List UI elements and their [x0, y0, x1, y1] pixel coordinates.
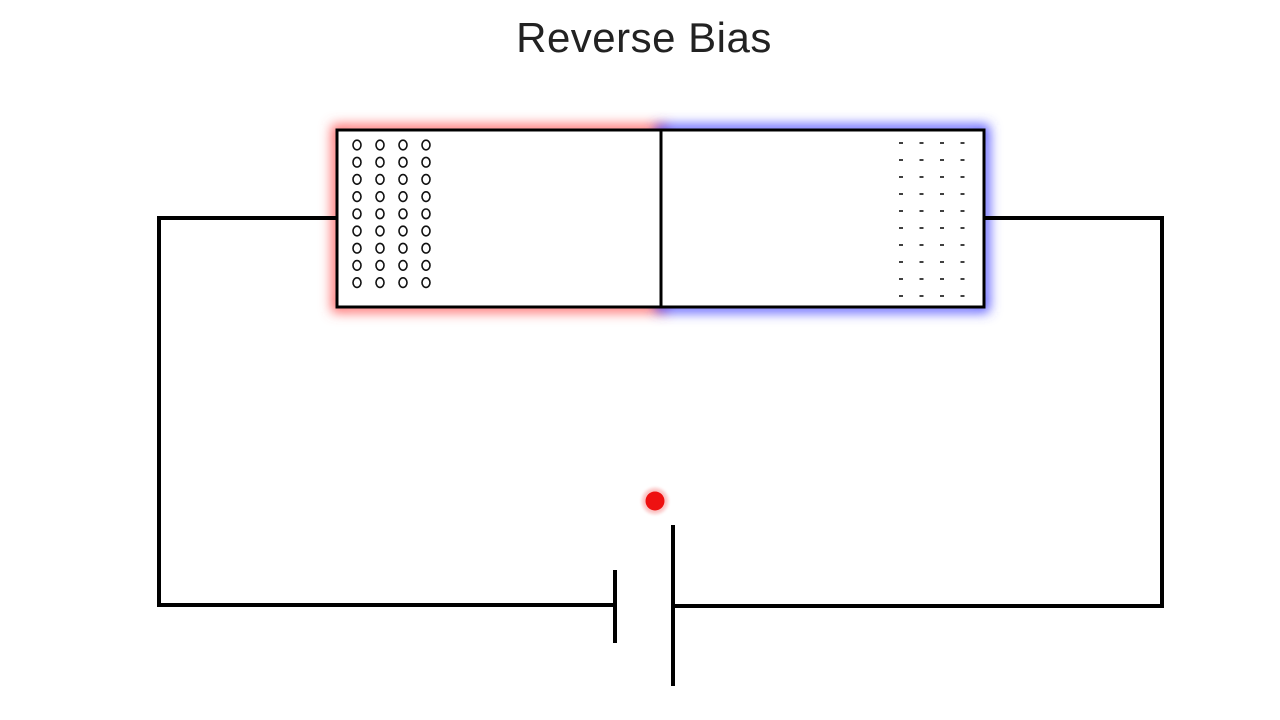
- hole: [352, 173, 362, 185]
- n-region: [659, 128, 986, 309]
- hole: [352, 191, 362, 203]
- cursor-pointer-dot: [645, 491, 665, 511]
- electron-carriers: [899, 142, 965, 297]
- battery: [613, 525, 675, 686]
- hole: [398, 139, 408, 151]
- hole: [421, 242, 431, 254]
- p-region: [335, 128, 663, 309]
- hole: [375, 277, 385, 289]
- hole: [421, 191, 431, 203]
- hole: [375, 173, 385, 185]
- hole: [421, 173, 431, 185]
- hole: [375, 156, 385, 168]
- hole: [375, 139, 385, 151]
- hole: [375, 191, 385, 203]
- hole-carriers: [352, 139, 431, 289]
- hole: [352, 156, 362, 168]
- hole: [375, 225, 385, 237]
- circuit-wires: [157, 216, 1164, 608]
- hole: [352, 139, 362, 151]
- hole: [352, 225, 362, 237]
- hole: [352, 259, 362, 272]
- hole: [352, 277, 362, 289]
- left-wire: [157, 216, 616, 607]
- hole: [375, 242, 385, 254]
- diagram-title: Reverse Bias: [516, 14, 772, 61]
- hole: [398, 173, 408, 185]
- hole: [421, 225, 431, 237]
- pn-junction: [335, 128, 986, 309]
- hole: [398, 225, 408, 237]
- hole: [398, 277, 408, 289]
- hole: [398, 259, 408, 272]
- hole: [421, 277, 431, 289]
- hole: [375, 208, 385, 220]
- right-wire: [672, 216, 1164, 608]
- hole: [352, 242, 362, 254]
- hole: [398, 208, 408, 220]
- hole: [375, 259, 385, 272]
- hole: [398, 191, 408, 203]
- hole: [352, 208, 362, 220]
- hole: [421, 208, 431, 220]
- hole: [421, 259, 431, 272]
- hole: [398, 242, 408, 254]
- hole: [421, 156, 431, 168]
- hole: [421, 139, 431, 151]
- hole: [398, 156, 408, 168]
